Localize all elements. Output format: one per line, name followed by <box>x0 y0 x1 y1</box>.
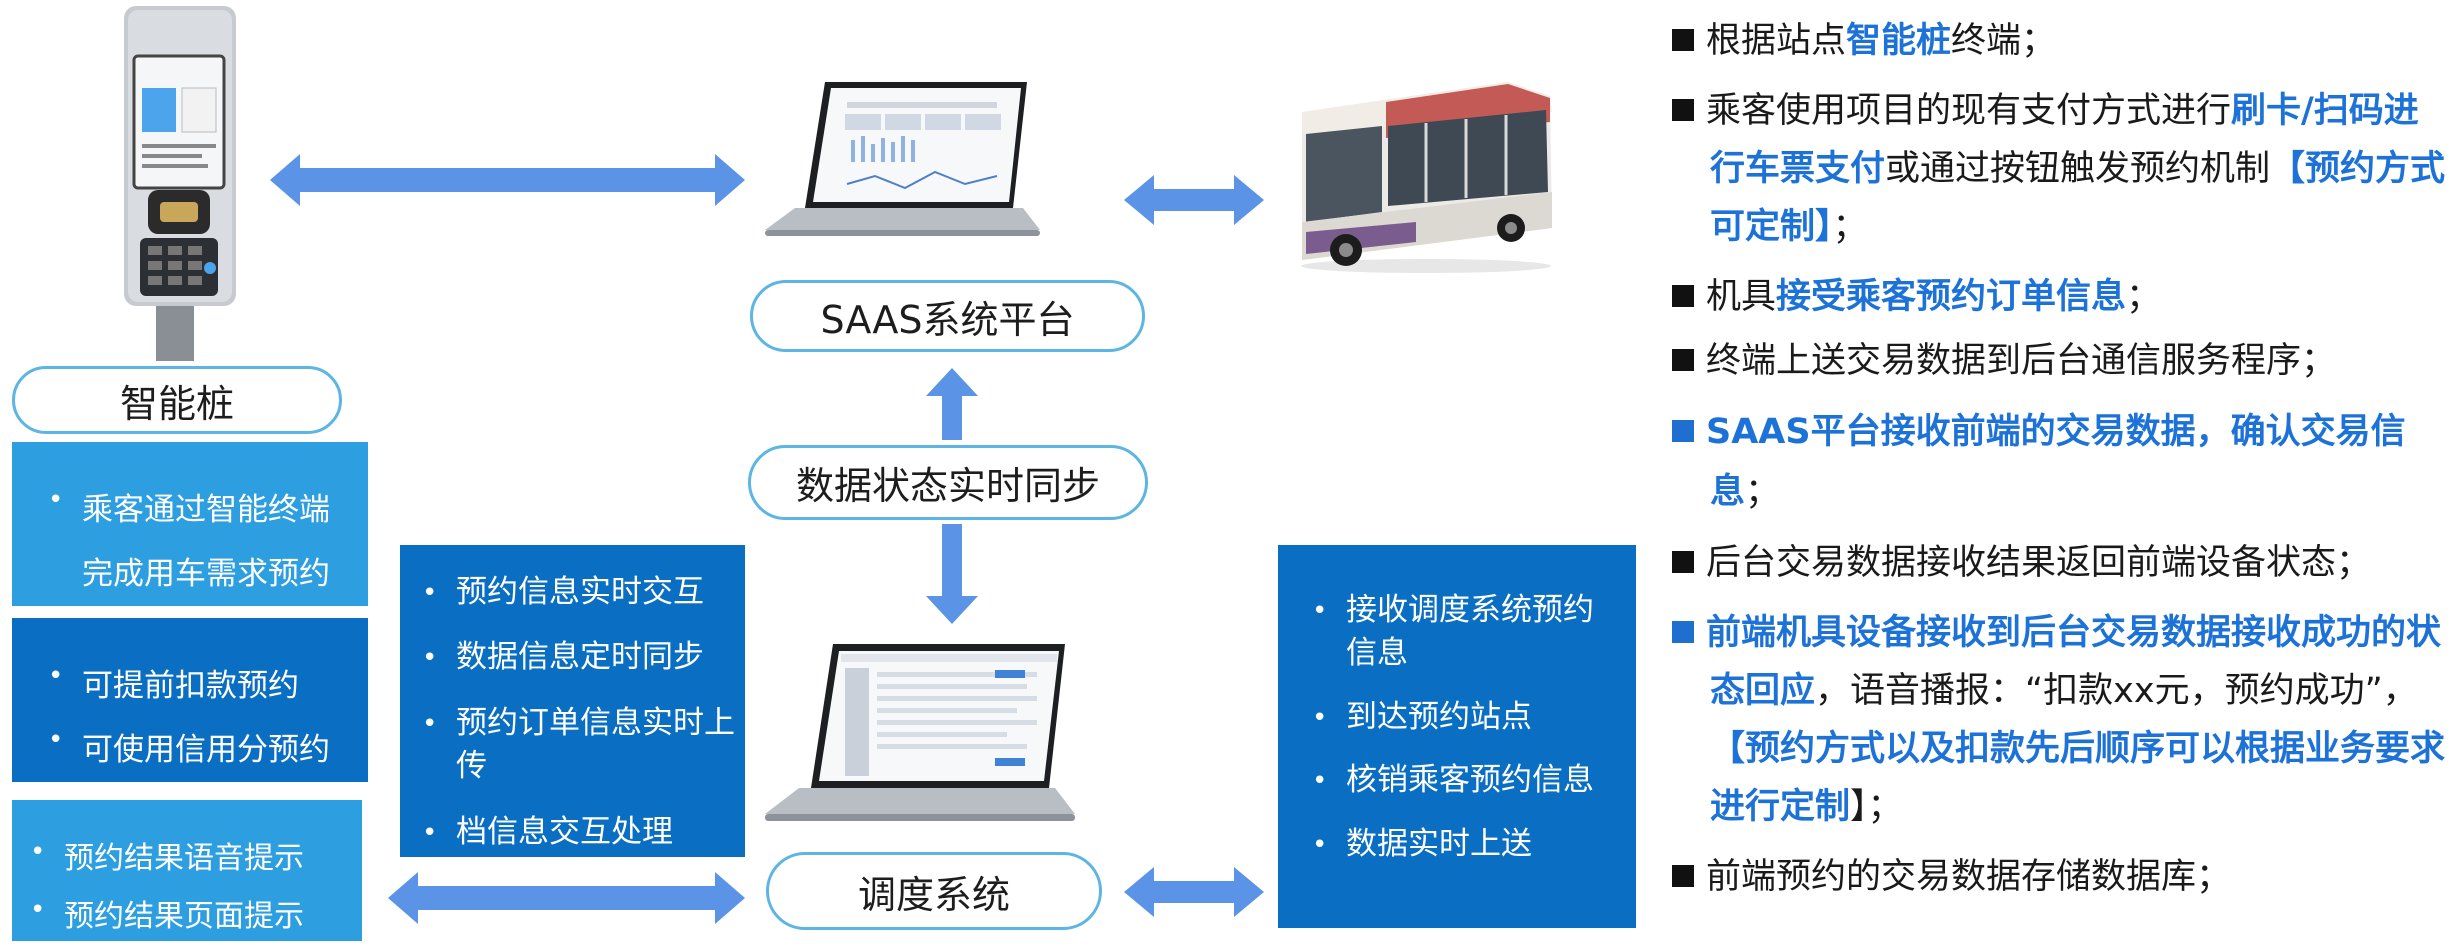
list-item: 可提前扣款预约 <box>34 654 358 718</box>
laptop-icon <box>765 82 1040 236</box>
saas-platform-label: SAAS系统平台 <box>750 280 1145 352</box>
list-item: 数据信息定时同步 <box>408 636 735 680</box>
square-bullet-icon <box>1672 349 1694 371</box>
square-bullet-icon <box>1672 285 1694 307</box>
arrow-kiosk-dispatch <box>388 872 745 924</box>
square-bullet-icon <box>1672 29 1694 51</box>
dispatch-label: 调度系统 <box>766 852 1102 930</box>
dispatch-box: 预约信息实时交互 数据信息定时同步 预约订单信息实时上传 档信息交互处理 <box>400 545 745 857</box>
desc-item: 前端机具设备接收到后台交易数据接收成功的状态回应，语音播报：“扣款xx元，预约成… <box>1672 604 2452 836</box>
list-item: 预约结果页面提示 <box>16 888 354 946</box>
kiosk-box-2: 可提前扣款预约 可使用信用分预约 <box>12 618 368 782</box>
desc-item: 终端上送交易数据到后台通信服务程序； <box>1672 338 2452 384</box>
list-item: 接收调度系统预约信息 <box>1298 589 1616 676</box>
list-item: 预约订单信息实时上传 <box>408 702 735 789</box>
arrow-kiosk-laptop <box>270 154 745 206</box>
kiosk-label: 智能桩 <box>12 366 342 434</box>
arrow-laptop-bus <box>1124 175 1264 225</box>
list-item: 核销乘客预约信息 <box>1298 759 1616 803</box>
bus-icon <box>1301 82 1552 273</box>
arrow-up-sync <box>926 368 978 440</box>
description-panel: 根据站点智能桩终端； 乘客使用项目的现有支付方式进行刷卡/扫码进行车票支付或通过… <box>1672 18 2452 918</box>
list-item: 到达预约站点 <box>1298 696 1616 740</box>
square-bullet-icon <box>1672 621 1694 643</box>
square-bullet-icon <box>1672 99 1694 121</box>
list-item: 预约结果语音提示 <box>16 830 354 888</box>
desc-item: 根据站点智能桩终端； <box>1672 18 2452 64</box>
desc-item: SAAS平台接收前端的交易数据，确认交易信息； <box>1672 402 2452 522</box>
list-item: 可使用信用分预约 <box>34 718 358 782</box>
desc-item: 后台交易数据接收结果返回前端设备状态； <box>1672 540 2452 586</box>
sync-label: 数据状态实时同步 <box>748 445 1148 520</box>
square-bullet-icon <box>1672 420 1694 442</box>
square-bullet-icon <box>1672 551 1694 573</box>
desc-item: 机具接受乘客预约订单信息； <box>1672 274 2452 320</box>
arrow-dispatch-bus <box>1124 867 1264 917</box>
kiosk-box-3: 预约结果语音提示 预约结果页面提示 <box>12 800 362 941</box>
desc-item: 前端预约的交易数据存储数据库； <box>1672 854 2452 900</box>
list-item: 预约信息实时交互 <box>408 571 735 615</box>
smart-kiosk-icon <box>124 6 236 361</box>
bus-box: 接收调度系统预约信息 到达预约站点 核销乘客预约信息 数据实时上送 <box>1278 545 1636 928</box>
list-item: 数据实时上送 <box>1298 823 1616 867</box>
arrow-down-sync <box>926 524 978 624</box>
laptop-icon <box>765 644 1075 821</box>
list-item: 档信息交互处理 <box>408 811 735 855</box>
square-bullet-icon <box>1672 865 1694 887</box>
desc-item: 乘客使用项目的现有支付方式进行刷卡/扫码进行车票支付或通过按钮触发预约机制【预约… <box>1672 82 2452 256</box>
